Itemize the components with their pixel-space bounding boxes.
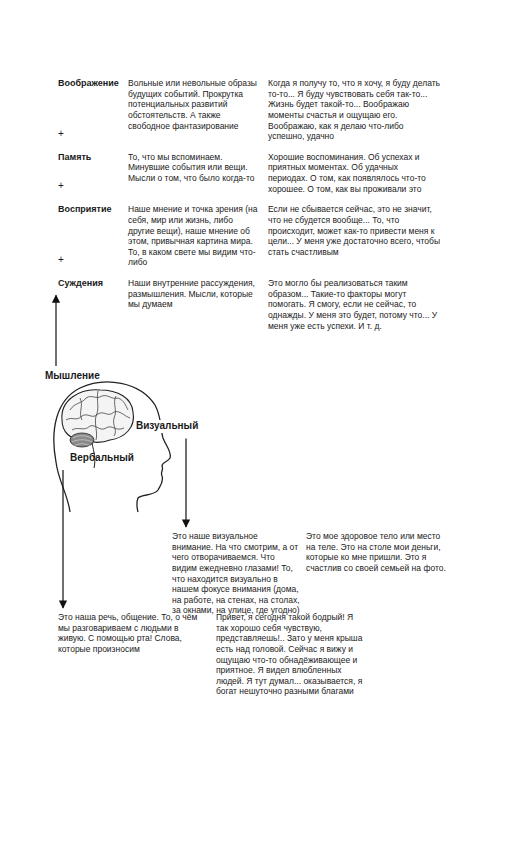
description-text: Вольные или невольные образы будущих соб… <box>128 78 260 131</box>
verbal-description: Это наша речь, общение. То, о чём мы раз… <box>58 612 198 655</box>
verbal-heading: Вербальный <box>70 452 134 465</box>
thinking-arrow <box>55 295 56 366</box>
example-text: Это могло бы реализоваться таким образом… <box>268 278 440 331</box>
term-heading: Суждения <box>58 278 126 289</box>
visual-description: Это наше визуальное внимание. На что смо… <box>172 531 300 616</box>
description-text: Наши внутренние рассуждения, размышления… <box>128 278 260 310</box>
thinking-heading: Мышление <box>45 370 100 383</box>
cerebellum-stripes <box>72 436 92 446</box>
description-text: Наше мнение и точка зрения (на себя, мир… <box>128 204 260 268</box>
verbal-example: Привет, я сегодня такой бодрый! Я так хо… <box>216 612 366 697</box>
term-heading: Память <box>58 152 126 163</box>
example-text: Когда я получу то, что я хочу, я буду де… <box>268 78 440 142</box>
visual-example: Это мое здоровое тело или место на теле.… <box>306 531 446 574</box>
example-text: Если не сбывается сейчас, это не значит,… <box>268 204 440 257</box>
term-heading: Восприятие <box>58 204 126 215</box>
description-text: То, что мы вспоминаем. Минувшие события … <box>128 152 260 184</box>
plus-sign: + <box>58 254 78 267</box>
plus-sign: + <box>58 128 78 141</box>
visual-heading: Визуальный <box>134 420 200 433</box>
term-heading: Воображение <box>58 78 126 89</box>
example-text: Хорошие воспоминания. Об успехах и прият… <box>268 152 440 195</box>
head-outline <box>54 382 171 512</box>
brain-folds <box>66 391 130 440</box>
cerebellum <box>70 433 94 447</box>
head-illustration <box>54 382 171 512</box>
plus-sign: + <box>58 180 78 193</box>
visual-arrow <box>185 439 186 528</box>
brain-outline <box>62 390 134 443</box>
verbal-arrow <box>62 470 63 608</box>
